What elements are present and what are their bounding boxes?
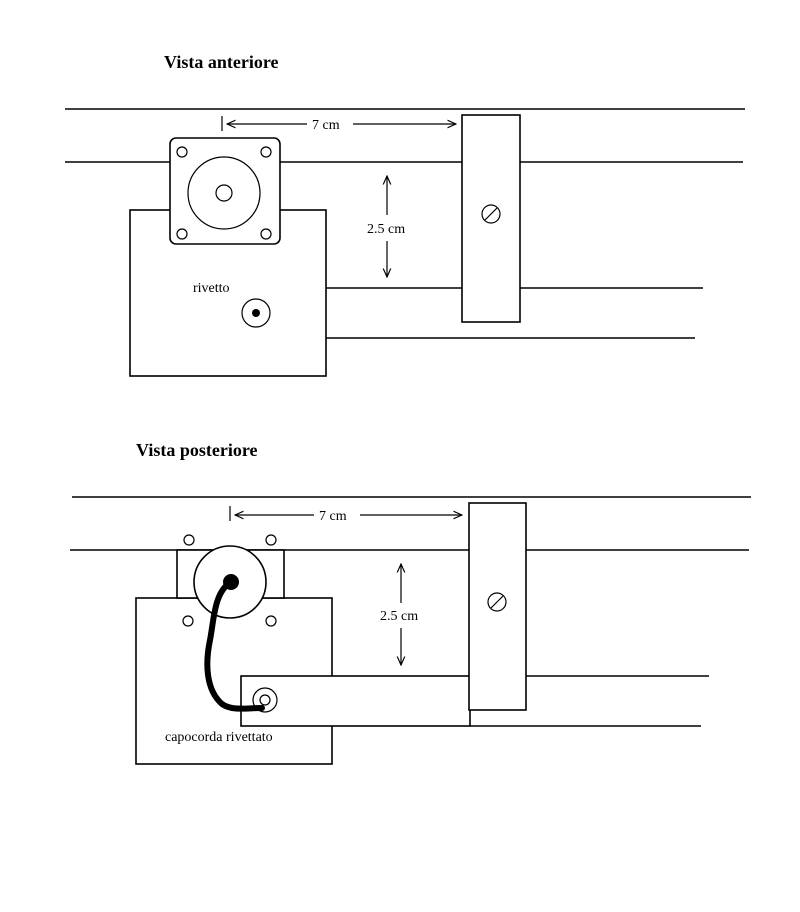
front-view: Vista anteriore rivetto [65, 52, 745, 377]
front-rivet-center [252, 309, 260, 317]
front-dim-v-label: 2.5 cm [367, 222, 405, 237]
front-clamp-block [461, 114, 521, 323]
front-motor [169, 137, 281, 245]
front-clamp-screw-slot [484, 207, 498, 221]
front-clamp [461, 114, 521, 323]
front-rivet-label: rivetto [193, 281, 230, 296]
front-screw-hole-tr [260, 146, 272, 158]
rear-terminal-ring [252, 687, 278, 713]
front-screw-hole-tl [176, 146, 188, 158]
rear-screw-hole-br [265, 615, 277, 627]
rear-dim-v-label: 2.5 cm [380, 609, 418, 624]
rear-view: Vista posteriore capocorda riv [70, 440, 751, 765]
front-dim-h-label: 7 cm [312, 118, 340, 133]
front-screw-hole-bl [176, 228, 188, 240]
rear-arm-end [240, 675, 471, 727]
rear-screw-hole-tr [265, 534, 277, 546]
rear-clamp-screw-slot [490, 595, 504, 609]
rear-clamp-screw [487, 592, 507, 612]
rear-screw-hole-tl [183, 534, 195, 546]
rear-terminal-label: capocorda rivettato [165, 730, 273, 745]
front-screw-hole-br [260, 228, 272, 240]
front-motor-body [187, 156, 261, 230]
front-view-title: Vista anteriore [164, 52, 278, 72]
rear-screw-hole-bl [182, 615, 194, 627]
rear-view-title: Vista posteriore [136, 440, 257, 460]
rear-clamp [468, 502, 527, 711]
front-motor-shaft [215, 184, 233, 202]
rear-terminal-hole [259, 694, 271, 706]
front-rivet-outer [241, 298, 271, 328]
front-clamp-screw [481, 204, 501, 224]
rear-clamp-block [468, 502, 527, 711]
rear-wire [204, 579, 265, 712]
rear-wire-solder-point [223, 574, 239, 590]
rear-dim-h-label: 7 cm [319, 509, 347, 524]
